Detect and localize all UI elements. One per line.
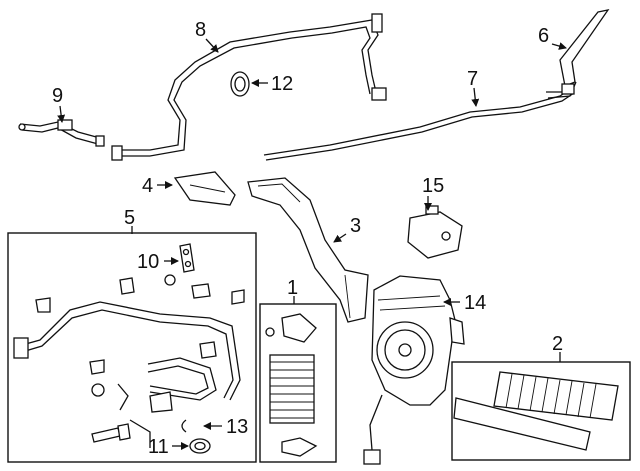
part-11-fasteners [91,419,211,454]
callout-11: 11 [148,436,169,458]
callout-13: 13 [226,416,248,438]
callout-14: 14 [464,292,486,314]
callout-8: 8 [195,19,206,41]
box-part-1 [259,303,337,463]
part-6-pipe [546,9,610,99]
callout-1: 1 [287,277,298,299]
part-7-hose [263,83,575,161]
box-part-2 [451,361,631,461]
callout-6: 6 [538,25,549,47]
part-14-housing [363,275,465,465]
part-8-hose [111,13,387,161]
callout-15: 15 [422,175,444,197]
part-2-condenser [453,371,619,451]
part-12-grommet [230,71,250,97]
callout-4: 4 [142,175,153,197]
part-10-bracket [179,243,195,273]
misc-clips [35,274,245,433]
box-part-5 [7,232,257,463]
callout-2: 2 [552,333,563,355]
callout-10: 10 [137,251,159,273]
callout-3: 3 [350,215,361,237]
part-3-duct [247,177,369,323]
callout-7: 7 [467,68,478,90]
leader-lines [57,38,567,450]
callout-12: 12 [271,73,293,95]
callout-9: 9 [52,85,63,107]
part-15-sensor [407,205,463,259]
callout-5: 5 [124,207,135,229]
part-5-hose-assembly [13,301,241,413]
part-4-bracket [173,171,236,206]
part-9-hose [18,119,105,147]
part-1-cooler [265,313,318,457]
